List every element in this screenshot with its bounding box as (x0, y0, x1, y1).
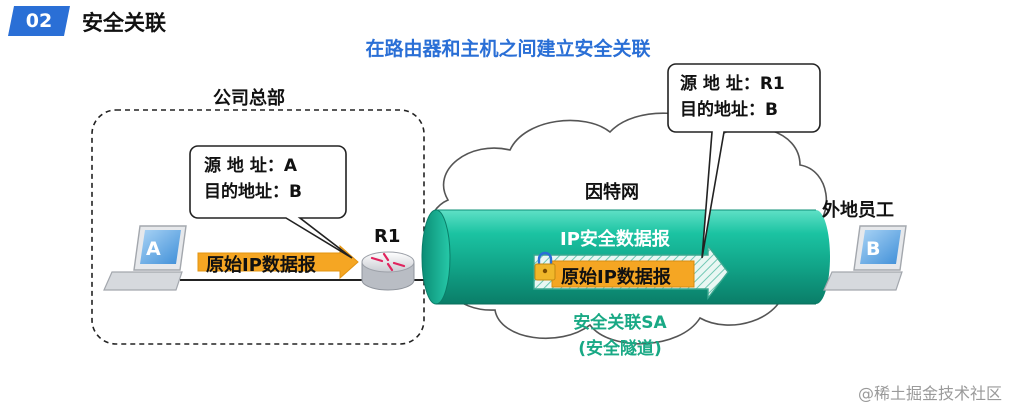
router-icon (361, 251, 415, 291)
host-b-label: B (866, 238, 881, 260)
header-badge (8, 6, 70, 36)
laptop-b-icon (823, 225, 907, 291)
internet-label: 因特网 (585, 182, 639, 203)
header-badge-shape (8, 6, 70, 36)
watermark: @稀土掘金技术社区 (857, 384, 1002, 403)
hq-boundary (91, 109, 425, 345)
tunnel-outer-label: IP安全数据报 (560, 229, 670, 250)
lock-icon (534, 251, 556, 281)
sa-line2: (安全隧道) (578, 339, 662, 359)
remote-label: 外地员工 (822, 200, 894, 221)
sa-label: 安全关联SA (安全隧道) (545, 310, 695, 362)
bubble-right (667, 63, 821, 259)
page-title: 安全关联 (82, 11, 166, 35)
tunnel-cap (421, 209, 451, 305)
hq-label: 公司总部 (213, 88, 285, 109)
sa-line1: 安全关联SA (573, 313, 667, 333)
router-label: R1 (374, 226, 401, 247)
host-a-label: A (146, 238, 161, 260)
bubble-left-dst: 目的地址：B (204, 182, 302, 202)
bubble-left-src: 源 地 址：A (204, 156, 297, 176)
tunnel-inner-label: 原始IP数据报 (561, 267, 671, 288)
bubble-left (189, 145, 353, 259)
packet-left-arrow (197, 244, 359, 280)
bubble-right-dst: 目的地址：B (680, 100, 778, 120)
bubble-right-src: 源 地 址：R1 (680, 74, 785, 94)
tunnel-end (802, 210, 830, 304)
header-number-badge: 02 (8, 6, 70, 36)
laptop-a-icon (103, 225, 187, 291)
diagram-subtitle: 在路由器和主机之间建立安全关联 (365, 38, 651, 60)
inner-packet (551, 260, 695, 288)
header-number: 02 (25, 10, 53, 32)
packet-left-label: 原始IP数据报 (206, 255, 316, 276)
